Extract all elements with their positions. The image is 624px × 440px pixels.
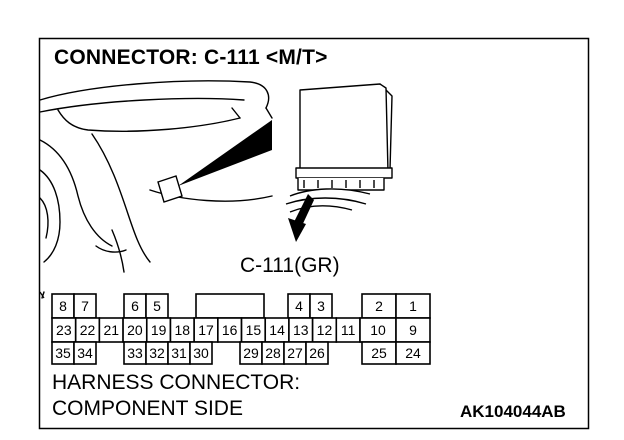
pin-number: 8 <box>59 298 67 314</box>
connector-key-slot <box>195 293 265 319</box>
pin-number: 13 <box>293 322 309 338</box>
figure-code: AK104044AB <box>460 402 566 421</box>
harness-caption-line1: HARNESS CONNECTOR: <box>52 371 301 394</box>
connector-callout-label: C-111(GR) <box>240 254 340 277</box>
pin-number: 25 <box>371 345 387 361</box>
pin-number: 1 <box>409 298 417 314</box>
pin-number: 20 <box>127 322 143 338</box>
dash-connector-location <box>157 175 183 203</box>
pin-number: 22 <box>80 322 96 338</box>
pin-number: 12 <box>317 322 333 338</box>
pin-number: 4 <box>295 298 303 314</box>
pin-number: 16 <box>222 322 238 338</box>
pin-number: 35 <box>55 345 71 361</box>
pin-number: 17 <box>198 322 214 338</box>
pin-cell <box>305 341 329 365</box>
pin-number: 31 <box>171 345 187 361</box>
pin-number: 2 <box>375 298 383 314</box>
pin-number: 14 <box>269 322 285 338</box>
pin-cell <box>73 341 97 365</box>
pin-number: 23 <box>56 322 72 338</box>
diagram-frame <box>38 37 590 430</box>
page-title: CONNECTOR: C-111 <M/T> <box>54 46 328 69</box>
pin-number: 24 <box>405 345 421 361</box>
pin-cell <box>189 341 213 365</box>
control-module <box>285 83 393 213</box>
pin-number: 21 <box>103 322 119 338</box>
pin-number: 27 <box>287 345 303 361</box>
pin-number: 5 <box>153 298 161 314</box>
pin-number: 7 <box>81 298 89 314</box>
pointer-arrow-icon <box>288 194 314 242</box>
dashboard-illustration <box>39 80 273 299</box>
pin-number: 32 <box>149 345 165 361</box>
pin-number: 30 <box>193 345 209 361</box>
pin-number: 10 <box>370 322 386 338</box>
harness-caption-line2: COMPONENT SIDE <box>52 397 243 420</box>
pin-number: 19 <box>151 322 167 338</box>
pin-number: 3 <box>317 298 325 314</box>
pin-number: 33 <box>127 345 143 361</box>
pin-number: 28 <box>265 345 281 361</box>
pin-number: 26 <box>309 345 325 361</box>
callout-wedge <box>178 120 272 186</box>
pin-number: 9 <box>409 322 417 338</box>
pin-number: 6 <box>131 298 139 314</box>
pin-cell <box>395 341 431 365</box>
pin-number: 15 <box>246 322 262 338</box>
pin-number: 18 <box>175 322 191 338</box>
pin-number: 34 <box>77 345 93 361</box>
pin-number: 11 <box>341 322 356 338</box>
harness-caption: HARNESS CONNECTOR: COMPONENT SIDE <box>52 370 300 422</box>
leader-tick <box>39 291 45 299</box>
pin-cell <box>395 293 431 319</box>
pin-number: 29 <box>243 345 259 361</box>
